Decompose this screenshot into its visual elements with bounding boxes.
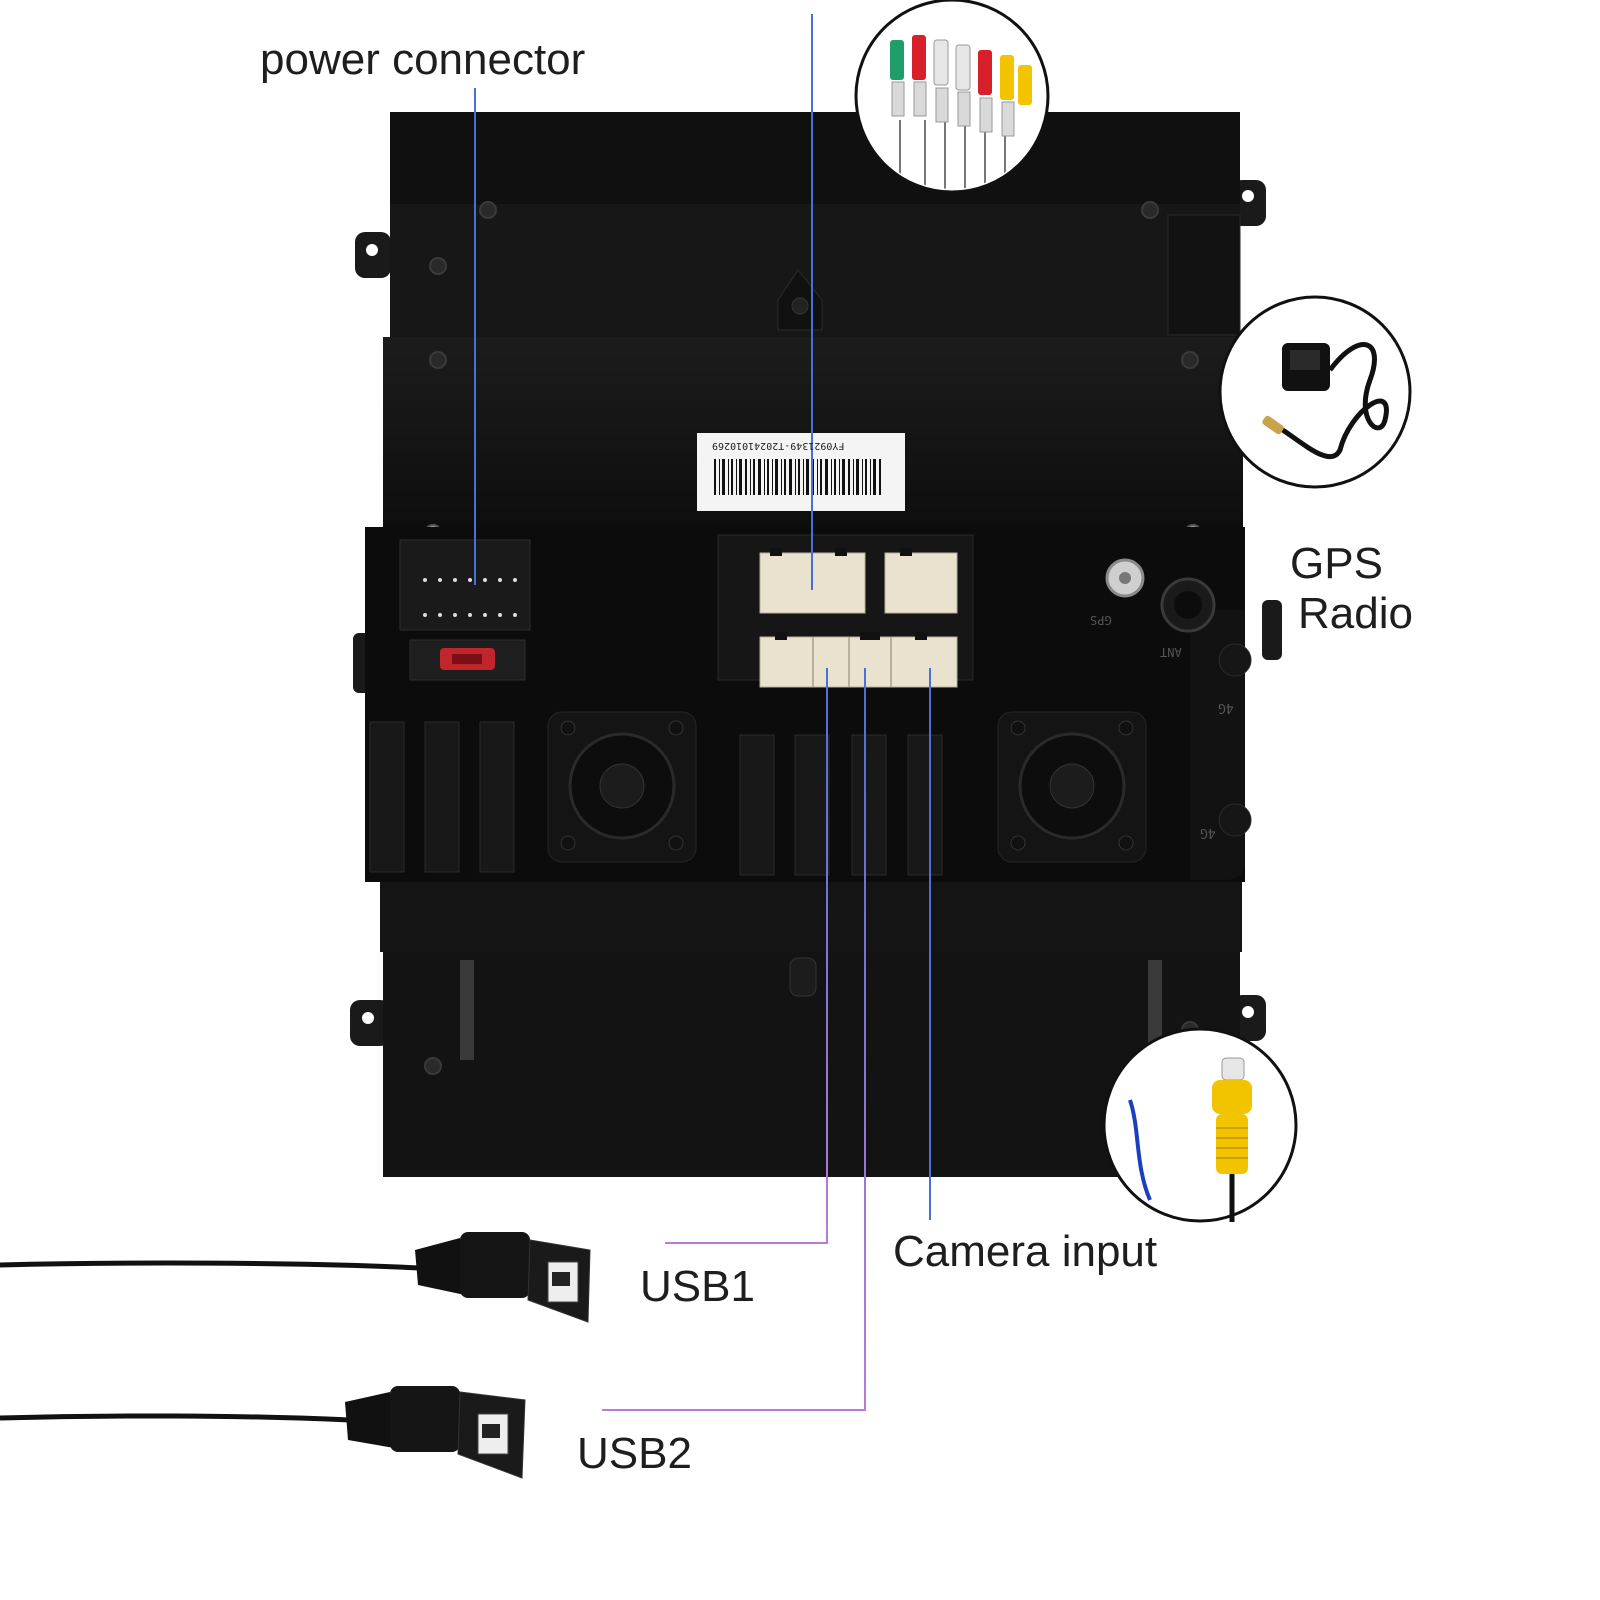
harness-connectors bbox=[759, 548, 958, 688]
gps-mark: GPS bbox=[1090, 613, 1112, 627]
gps-antenna-icon bbox=[1218, 295, 1412, 489]
label-radio: Radio bbox=[1298, 589, 1413, 638]
label-gps: GPS bbox=[1290, 539, 1383, 588]
barcode bbox=[714, 459, 881, 495]
cooling-fan-left bbox=[547, 711, 697, 863]
usb-cable-2 bbox=[0, 1386, 526, 1479]
fourg-mark-1: 4G bbox=[1218, 700, 1234, 715]
label-usb2: USB2 bbox=[577, 1429, 692, 1478]
cooling-fan-right bbox=[997, 711, 1147, 863]
label-camera-input: Camera input bbox=[893, 1227, 1158, 1276]
heat-sink bbox=[369, 721, 943, 876]
leader-usb1 bbox=[665, 668, 828, 1244]
label-power-connector: power connector bbox=[260, 35, 586, 84]
ant-mark: ANT bbox=[1160, 645, 1182, 659]
rca-cables-icon bbox=[854, 0, 1050, 194]
leader-usb2 bbox=[602, 668, 866, 1411]
power-pins bbox=[423, 578, 517, 617]
head-unit-back bbox=[350, 112, 1282, 1177]
usb-cable-1 bbox=[0, 1232, 591, 1323]
camera-rca-cable-icon bbox=[1102, 1027, 1298, 1223]
screws bbox=[429, 201, 1199, 369]
serial-sticker-text: FY0921349-T20241010269 bbox=[712, 440, 845, 451]
fourg-mark-2: 4G bbox=[1200, 825, 1216, 840]
label-usb1: USB1 bbox=[640, 1262, 755, 1311]
mounting-ears bbox=[350, 180, 1282, 1046]
leader-lines bbox=[474, 14, 1292, 1411]
